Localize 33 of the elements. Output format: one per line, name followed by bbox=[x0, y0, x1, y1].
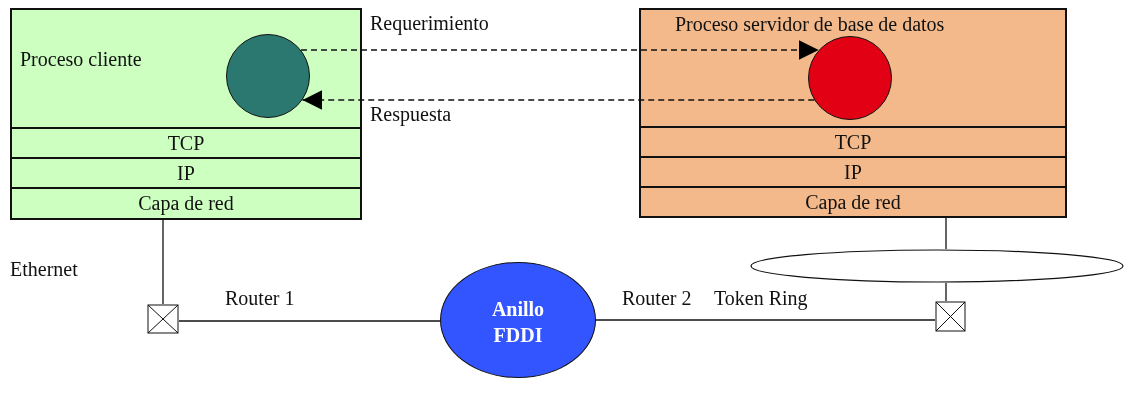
layer-label: TCP bbox=[833, 131, 873, 153]
process-label: Proceso cliente bbox=[20, 48, 142, 70]
connection-line bbox=[945, 217, 947, 250]
connection-line bbox=[595, 319, 936, 321]
layer-label: Capa de red bbox=[137, 192, 235, 214]
connection-line bbox=[178, 320, 441, 322]
layer-box bbox=[639, 126, 1067, 158]
layer-label: Capa de red bbox=[804, 191, 902, 213]
process-box bbox=[10, 8, 362, 129]
network-label: Token Ring bbox=[714, 287, 808, 309]
layer-label: TCP bbox=[166, 132, 206, 154]
dashed-arrow bbox=[301, 90, 815, 110]
edge-label: Respuesta bbox=[370, 103, 452, 125]
edge-label: Requerimiento bbox=[370, 12, 489, 34]
connection-line bbox=[945, 282, 947, 302]
router-symbol bbox=[935, 301, 966, 332]
process-box bbox=[639, 8, 1067, 128]
layer-label: IP bbox=[176, 162, 196, 184]
layer-box bbox=[639, 186, 1067, 218]
router-label: Router 2 bbox=[622, 287, 692, 309]
router-symbol bbox=[147, 304, 179, 334]
connection-line bbox=[162, 219, 164, 305]
layer-label: IP bbox=[843, 161, 863, 183]
layer-box bbox=[10, 127, 362, 159]
ring-label: Anillo FDDI bbox=[490, 297, 546, 348]
layer-box bbox=[639, 156, 1067, 188]
network-ellipse bbox=[750, 249, 1124, 283]
network-label: Ethernet bbox=[10, 258, 78, 280]
layer-box bbox=[10, 187, 362, 220]
router-label: Router 1 bbox=[225, 287, 295, 309]
dashed-arrow bbox=[300, 40, 820, 60]
process-label: Proceso servidor de base de datos bbox=[675, 13, 945, 35]
layer-box bbox=[10, 157, 362, 189]
